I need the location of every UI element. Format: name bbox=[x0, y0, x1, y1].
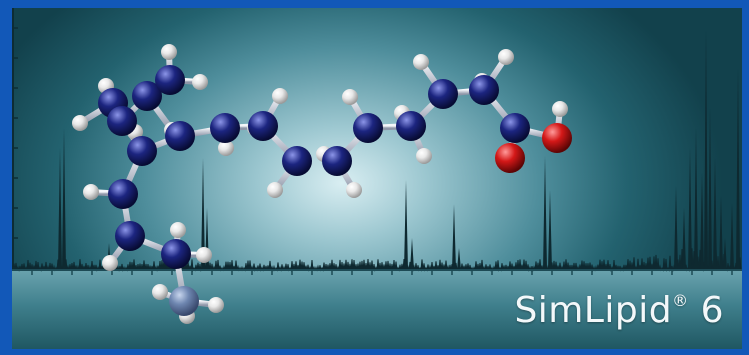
spectrum-peak bbox=[682, 208, 686, 270]
carbon-atom bbox=[396, 111, 426, 141]
spectrum-peak bbox=[708, 108, 712, 270]
carbon-atom bbox=[353, 113, 383, 143]
spectrum-peak bbox=[694, 128, 698, 270]
spectrum-peak bbox=[201, 158, 205, 270]
spectrum-peak bbox=[62, 128, 66, 270]
hydrogen-atom bbox=[208, 297, 224, 313]
hydrogen-atom bbox=[196, 247, 212, 263]
nitrogen-atom bbox=[169, 286, 199, 316]
product-title: SimLipid® 6 bbox=[514, 290, 724, 331]
carbon-atom bbox=[469, 75, 499, 105]
spectrum-y-axis bbox=[12, 8, 14, 270]
oxygen-atom bbox=[542, 123, 572, 153]
spectrum-peak bbox=[723, 238, 727, 270]
carbon-atom bbox=[132, 81, 162, 111]
spectrum-peak bbox=[700, 173, 704, 270]
carbon-atom bbox=[500, 113, 530, 143]
hydrogen-atom bbox=[416, 148, 432, 164]
hydrogen-atom bbox=[170, 222, 186, 238]
hydrogen-atom bbox=[552, 101, 568, 117]
carbon-atom bbox=[127, 136, 157, 166]
carbon-atom bbox=[428, 79, 458, 109]
lower-band bbox=[12, 270, 742, 349]
spectrum-peak bbox=[688, 148, 692, 270]
hydrogen-atom bbox=[161, 44, 177, 60]
hydrogen-atom bbox=[272, 88, 288, 104]
carbon-atom bbox=[115, 221, 145, 251]
spectrum-peak bbox=[543, 156, 547, 270]
carbon-atom bbox=[248, 111, 278, 141]
hydrogen-atom bbox=[83, 184, 99, 200]
carbon-atom bbox=[210, 113, 240, 143]
hydrogen-atom bbox=[218, 140, 234, 156]
spectrum-peak bbox=[713, 158, 717, 270]
carbon-atom bbox=[322, 146, 352, 176]
hydrogen-atom bbox=[192, 74, 208, 90]
spectrum-peak bbox=[548, 190, 552, 270]
carbon-atom bbox=[108, 179, 138, 209]
splash-frame: SimLipid® 6 bbox=[12, 8, 742, 349]
spectrum-peak bbox=[452, 204, 456, 270]
spectrum-peak bbox=[674, 186, 678, 270]
spectrum-peak bbox=[730, 203, 734, 270]
hydrogen-atom bbox=[346, 182, 362, 198]
spectrum-peak bbox=[736, 68, 740, 270]
lipid-molecule-illustration bbox=[72, 44, 572, 324]
hydrogen-atom bbox=[413, 54, 429, 70]
carbon-atom bbox=[165, 121, 195, 151]
carbon-atom bbox=[282, 146, 312, 176]
trademark-symbol: ® bbox=[672, 291, 689, 310]
hydrogen-atom bbox=[72, 115, 88, 131]
spectrum-peak bbox=[719, 196, 723, 270]
hydrogen-atom bbox=[498, 49, 514, 65]
carbon-atom bbox=[161, 239, 191, 269]
carbon-atom bbox=[155, 65, 185, 95]
product-name: SimLipid bbox=[514, 290, 673, 331]
carbon-atom bbox=[107, 106, 137, 136]
spectrum-peak bbox=[410, 238, 414, 270]
hydrogen-atom bbox=[342, 89, 358, 105]
spectrum-peak bbox=[404, 180, 408, 270]
hydrogen-atom bbox=[152, 284, 168, 300]
product-version: 6 bbox=[700, 290, 724, 331]
spectrum-peak bbox=[58, 148, 62, 270]
spectrum-peak bbox=[457, 248, 461, 270]
spectrum-peak bbox=[704, 30, 708, 270]
hydrogen-atom bbox=[267, 182, 283, 198]
hydrogen-atom bbox=[102, 255, 118, 271]
mass-spectrum-illustration bbox=[12, 27, 742, 275]
oxygen-atom bbox=[495, 143, 525, 173]
